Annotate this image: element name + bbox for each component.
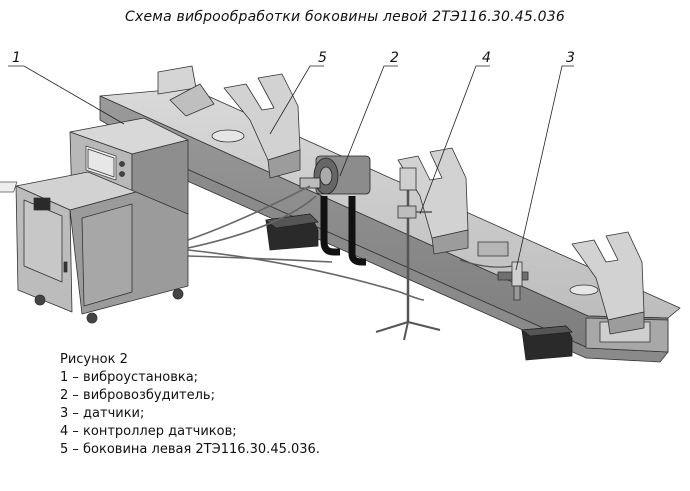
callout-2: 2: [390, 50, 399, 66]
figure-caption: Рисунок 2 1 – виброустановка; 2 – вибров…: [60, 351, 320, 459]
caption-item: 2 – вибровозбудитель;: [60, 388, 215, 403]
vibration-unit-cabinet: [0, 117, 189, 324]
callout-3: 3: [566, 50, 575, 66]
callout-5: 5: [318, 50, 327, 66]
support-block-right: [520, 325, 573, 361]
caption-item: 1 – виброустановка;: [60, 370, 199, 385]
sensor-controller-stand: [375, 167, 441, 341]
leader-lines: [8, 65, 574, 271]
pedestal-jaw-4: [571, 231, 645, 335]
figure-title: Схема виброобработки боковины левой 2ТЭ1…: [125, 9, 565, 25]
vibration-exciter: [299, 155, 371, 266]
support-block-left: [265, 213, 319, 251]
pedestal-jaw-1: [157, 65, 215, 117]
caption-item: 4 – контроллер датчиков;: [60, 424, 237, 439]
caption-item: 5 – боковина левая 2ТЭ116.30.45.036.: [60, 442, 320, 457]
caption-item: 3 – датчики;: [60, 406, 145, 421]
caption-heading: Рисунок 2: [60, 352, 128, 367]
pedestal-jaw-2: [223, 73, 301, 179]
vibration-sensor: [459, 259, 523, 301]
callout-1: 1: [12, 50, 21, 66]
callout-labels: 1 5 2 4 3: [12, 50, 575, 66]
connection-cables: [187, 185, 425, 301]
callout-4: 4: [482, 50, 491, 66]
